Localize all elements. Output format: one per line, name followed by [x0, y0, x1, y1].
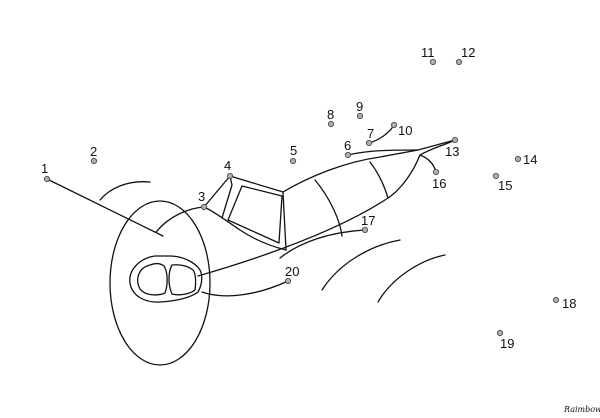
dot-10: 10	[390, 121, 412, 138]
dot-number: 2	[90, 144, 97, 159]
dot-marker	[289, 157, 297, 165]
spinner-left	[137, 262, 168, 296]
windshield-front	[203, 175, 231, 208]
dot-8: 8	[327, 107, 335, 128]
dot-marker	[455, 58, 463, 66]
dot-number: 9	[356, 99, 363, 114]
spinner	[129, 255, 203, 303]
airplane-outline	[46, 124, 456, 366]
dot-number: 10	[398, 123, 412, 138]
dot-marker	[514, 155, 522, 163]
dot-number: 12	[461, 45, 475, 60]
side-window-rear	[314, 179, 343, 237]
propeller-disc	[109, 200, 211, 366]
dot-number: 1	[41, 161, 48, 176]
dot-1: 1	[41, 161, 51, 183]
door-pillar	[282, 191, 287, 251]
dot-number: 18	[562, 296, 576, 311]
dot-number: 4	[224, 158, 231, 173]
dot-marker	[451, 136, 459, 144]
dot-20: 20	[284, 264, 299, 285]
dot-marker	[361, 226, 369, 234]
dot-18: 18	[552, 296, 576, 311]
dot-5: 5	[289, 143, 297, 165]
propeller-blade	[46, 178, 164, 237]
dot-number: 17	[361, 213, 375, 228]
wing-curve-1	[321, 239, 401, 291]
dot-marker	[284, 277, 292, 285]
dot-number: 19	[500, 336, 514, 351]
dot-number: 13	[445, 144, 459, 159]
dot-9: 9	[356, 99, 364, 120]
dot-number: 11	[421, 45, 435, 60]
dot-number: 7	[367, 126, 374, 141]
spinner-right	[168, 264, 197, 296]
dot-marker	[226, 172, 234, 180]
dot-17: 17	[361, 213, 375, 234]
dot-14: 14	[514, 152, 537, 167]
rear-panel-line	[369, 161, 389, 199]
dot-13: 13	[445, 136, 459, 159]
cockpit-window	[227, 185, 283, 244]
dot-marker	[496, 329, 504, 337]
dot-marker	[344, 151, 352, 159]
dot-marker	[365, 139, 373, 147]
tail-top-line	[347, 149, 419, 156]
dot-11: 11	[421, 45, 437, 66]
dot-number: 20	[285, 264, 299, 279]
dot-marker	[492, 172, 500, 180]
tail-cone	[419, 154, 437, 173]
dot-number: 6	[344, 138, 351, 153]
belly-line	[201, 280, 289, 297]
dot-number: 3	[198, 189, 205, 204]
dot-marker	[327, 120, 335, 128]
dot-16: 16	[432, 168, 446, 191]
dot-marker	[90, 157, 98, 165]
dot-marker	[200, 203, 208, 211]
dot-6: 6	[344, 138, 352, 159]
dot-marker	[552, 296, 560, 304]
wing-curve-2	[377, 254, 446, 303]
dot-number: 8	[327, 107, 334, 122]
fuselage-top	[229, 139, 456, 193]
dot-7: 7	[365, 126, 374, 147]
dot-number: 15	[498, 178, 512, 193]
dot-marker	[429, 58, 437, 66]
dot-3: 3	[198, 189, 208, 211]
dot-number: 14	[523, 152, 537, 167]
window-pillar-front	[221, 175, 233, 219]
dot-2: 2	[90, 144, 98, 165]
dot-marker	[356, 112, 364, 120]
dot-number: 5	[290, 143, 297, 158]
fuselage-bottom	[197, 154, 421, 277]
artist-signature: Raimbow	[563, 405, 600, 414]
dot-12: 12	[455, 45, 475, 66]
dot-marker	[43, 175, 51, 183]
dot-number: 16	[432, 176, 446, 191]
dot-4: 4	[224, 158, 234, 180]
dot-15: 15	[492, 172, 512, 193]
cowling-top	[155, 206, 205, 233]
cockpit-side	[203, 206, 287, 251]
dot-19: 19	[496, 329, 514, 351]
wing-root	[279, 229, 366, 259]
propeller-arc	[99, 181, 151, 201]
dot-marker	[390, 121, 398, 129]
dot-marker	[432, 168, 440, 176]
